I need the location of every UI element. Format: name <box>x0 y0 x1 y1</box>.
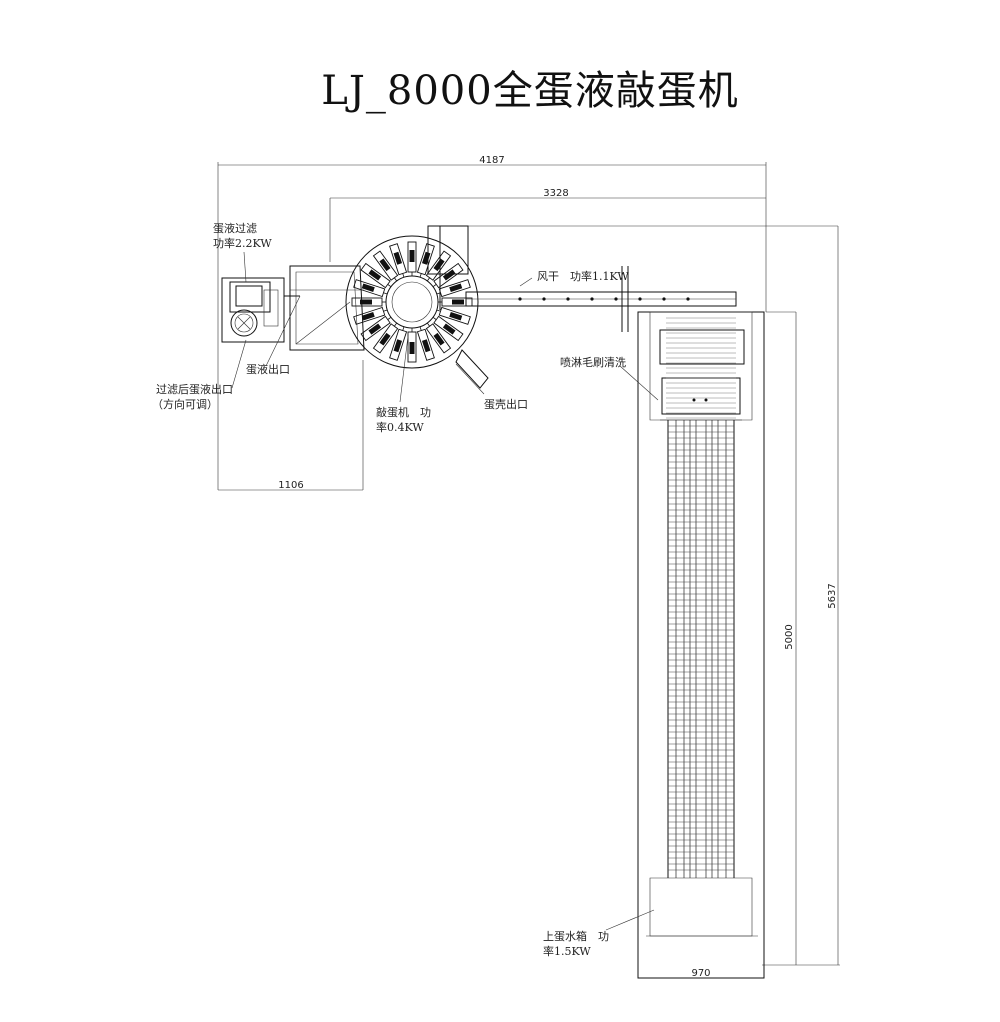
breaker-arms <box>351 241 473 363</box>
label-spray: 喷淋毛刷清洗 <box>560 356 626 369</box>
breaker-arm <box>353 279 388 298</box>
label-filtered-outlet: 过滤后蛋液出口 <box>156 382 233 396</box>
breaker-arm <box>353 306 388 325</box>
conveyor-line <box>637 311 765 979</box>
breaker-arm <box>351 297 386 307</box>
breaker-arm <box>407 328 417 363</box>
leader-lines <box>231 251 659 931</box>
fan-hole <box>686 297 690 301</box>
dim-conveyor-length: 5000 <box>784 624 795 649</box>
fan-hole <box>518 297 522 301</box>
breaker-arm <box>360 262 392 289</box>
fan-holes <box>518 297 690 301</box>
label-breaker-power: 率0.4KW <box>376 420 424 434</box>
label-liquid-outlet: 蛋液出口 <box>246 362 290 376</box>
label-filter-power: 功率2.2KW <box>213 236 272 250</box>
fan-hole <box>614 297 618 301</box>
label-water-tank: 上蛋水箱 功 <box>543 929 609 943</box>
breaker-arm <box>360 315 392 342</box>
spray-point <box>704 398 708 402</box>
fan-hole <box>542 297 546 301</box>
dimension-lines <box>217 162 840 979</box>
label-fan: 风干 功率1.1KW <box>537 269 629 283</box>
breaker-arm <box>436 279 471 298</box>
fan-hole <box>638 297 642 301</box>
label-filtered-outlet-direction: （方向可调） <box>152 397 218 411</box>
breaker-arm <box>425 250 452 282</box>
breaker-arm <box>416 326 435 361</box>
breaker-arm <box>372 322 399 354</box>
label-breaker: 敲蛋机 功 <box>376 405 431 419</box>
breaker-arm <box>436 306 471 325</box>
rotary-breaker <box>345 235 489 389</box>
dim-filter-width: 1106 <box>278 480 303 491</box>
dim-total-length: 5637 <box>827 583 838 608</box>
spray-point <box>692 398 696 402</box>
drawing-title: LJ_8000全蛋液敲蛋机 <box>321 68 739 114</box>
label-shell-outlet: 蛋壳出口 <box>484 397 528 411</box>
breaker-arm <box>432 315 464 342</box>
label-water-tank-power: 率1.5KW <box>543 944 591 958</box>
breaker-arm <box>407 241 417 276</box>
breaker-arm <box>432 262 464 289</box>
label-filter: 蛋液过滤 <box>213 221 257 235</box>
breaker-arm <box>416 243 435 278</box>
breaker-arm <box>425 322 452 354</box>
breaker-arm <box>372 250 399 282</box>
filter-unit <box>221 277 300 343</box>
breaker-arm <box>389 243 408 278</box>
dim-machine-width: 3328 <box>543 188 568 199</box>
breaker-arm <box>389 326 408 361</box>
fan-hole <box>566 297 570 301</box>
fan-hole <box>662 297 666 301</box>
dim-total-width: 4187 <box>479 155 504 166</box>
dim-conveyor-width: 970 <box>691 968 710 979</box>
fan-drying-section <box>427 225 737 332</box>
conveyor-rails <box>666 317 736 878</box>
liquid-collection-tank <box>289 265 365 351</box>
fan-hole <box>590 297 594 301</box>
